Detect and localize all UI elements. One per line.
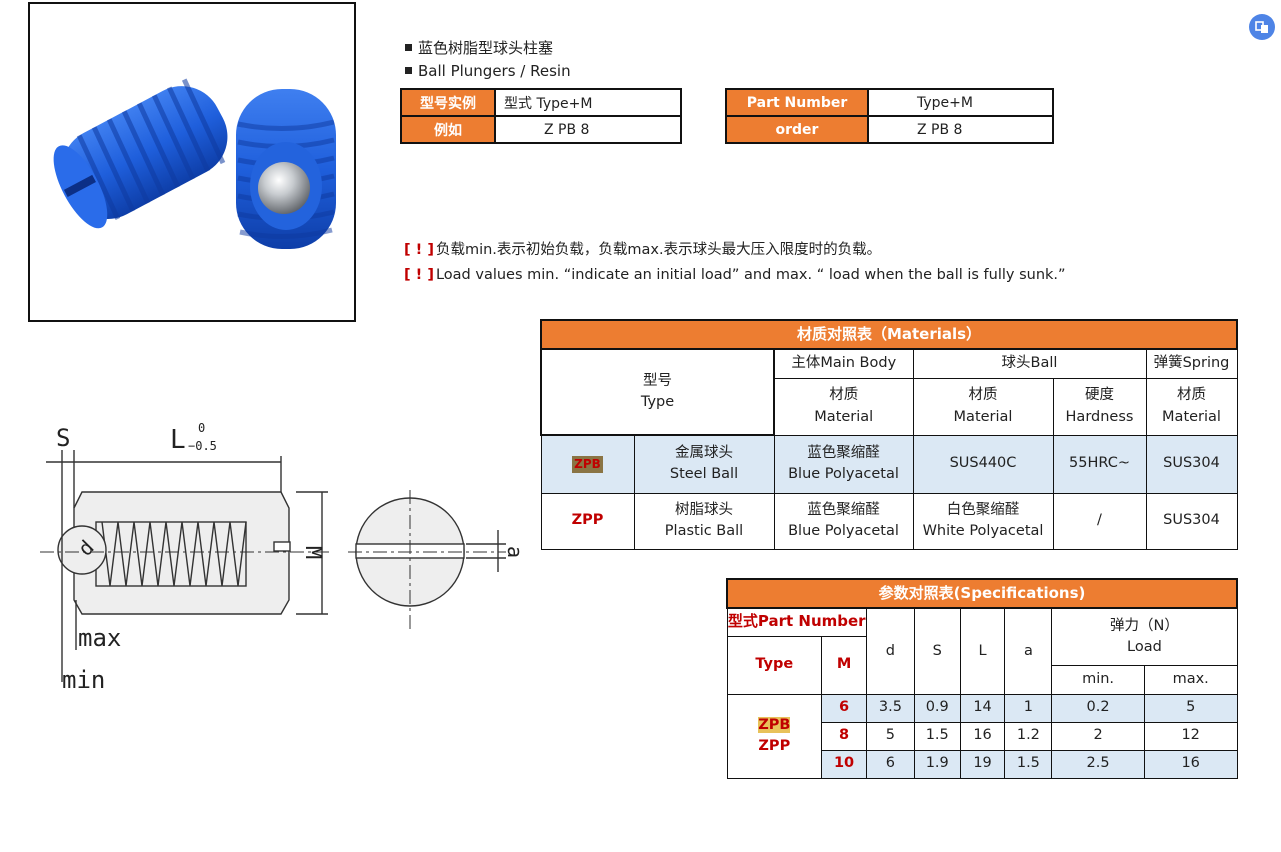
l-header: L <box>959 607 1006 695</box>
min-label: min <box>62 666 105 694</box>
a-label: a <box>503 546 526 558</box>
max-label: max <box>78 624 121 652</box>
table-row: ZPB ZPP 6 3.5 0.9 14 1 0.2 5 <box>726 693 1238 779</box>
type-example-value: 型式 Type+M <box>494 88 682 117</box>
min-header: min. <box>1051 664 1145 695</box>
type-codes: ZPB ZPP <box>726 693 823 779</box>
order-table-en: Part Number Type+M order Z PB 8 <box>725 88 1054 144</box>
specs-table: 参数对照表(Specifications) 型式Part Number d S … <box>726 578 1238 779</box>
part-number-value: Type+M <box>867 88 1054 117</box>
ball-header: 球头Ball <box>912 348 1147 379</box>
m-header: M <box>821 635 867 695</box>
type-header: Type <box>726 635 823 695</box>
d-header: d <box>865 607 915 695</box>
product-photo <box>28 2 356 322</box>
part-number-label: Part Number <box>725 88 869 117</box>
part-number-header: 型式Part Number <box>726 607 867 637</box>
spring-header: 弹簧Spring <box>1145 348 1238 379</box>
materials-title: 材质对照表（Materials） <box>540 319 1238 350</box>
note-cn: [ ! ]负载min.表示初始负载，负载max.表示球头最大压入限度时的负载。 <box>404 242 882 258</box>
type-example-label: 型号实例 <box>400 88 496 117</box>
l-tol-upper: 0 <box>198 421 205 435</box>
m-label: M <box>300 546 325 559</box>
l-label: L <box>170 425 186 455</box>
order-table-cn: 型号实例 型式 Type+M 例如 Z PB 8 <box>400 88 682 144</box>
l-tol-lower: −0.5 <box>188 439 217 453</box>
load-header: 弹力（N）Load <box>1051 607 1238 666</box>
max-header: max. <box>1143 664 1238 695</box>
example-value: Z PB 8 <box>494 115 682 144</box>
order-value: Z PB 8 <box>867 115 1054 144</box>
s-header: S <box>913 607 961 695</box>
type-code: ZPB <box>540 434 635 494</box>
order-label: order <box>725 115 869 144</box>
plunger-drawing: S L 0 −0.5 M d a max min <box>40 421 527 694</box>
title-cn: 蓝色树脂型球头柱塞 <box>405 37 553 58</box>
main-body-header: 主体Main Body <box>773 348 914 379</box>
type-header: 型号 Type <box>540 348 775 436</box>
extension-button[interactable] <box>1249 14 1275 40</box>
type-code: ZPP <box>540 492 635 550</box>
example-label: 例如 <box>400 115 496 144</box>
s-label: S <box>56 424 70 452</box>
specs-title: 参数对照表(Specifications) <box>726 578 1238 609</box>
translate-icon <box>1255 21 1268 33</box>
ball-plunger-image <box>53 78 336 249</box>
bullet-icon <box>405 67 412 74</box>
technical-drawing: S L 0 −0.5 M d a max min <box>36 410 527 700</box>
materials-table: 材质对照表（Materials） 型号 Type 主体Main Body 球头B… <box>540 319 1238 550</box>
a-header: a <box>1004 607 1053 695</box>
bullet-icon <box>405 44 412 51</box>
title-en: Ball Plungers / Resin <box>405 62 571 80</box>
note-en: [ ! ]Load values min. “indicate an initi… <box>404 267 1066 283</box>
table-row: 10 6 1.9 19 1.5 2.5 16 <box>727 749 1238 779</box>
